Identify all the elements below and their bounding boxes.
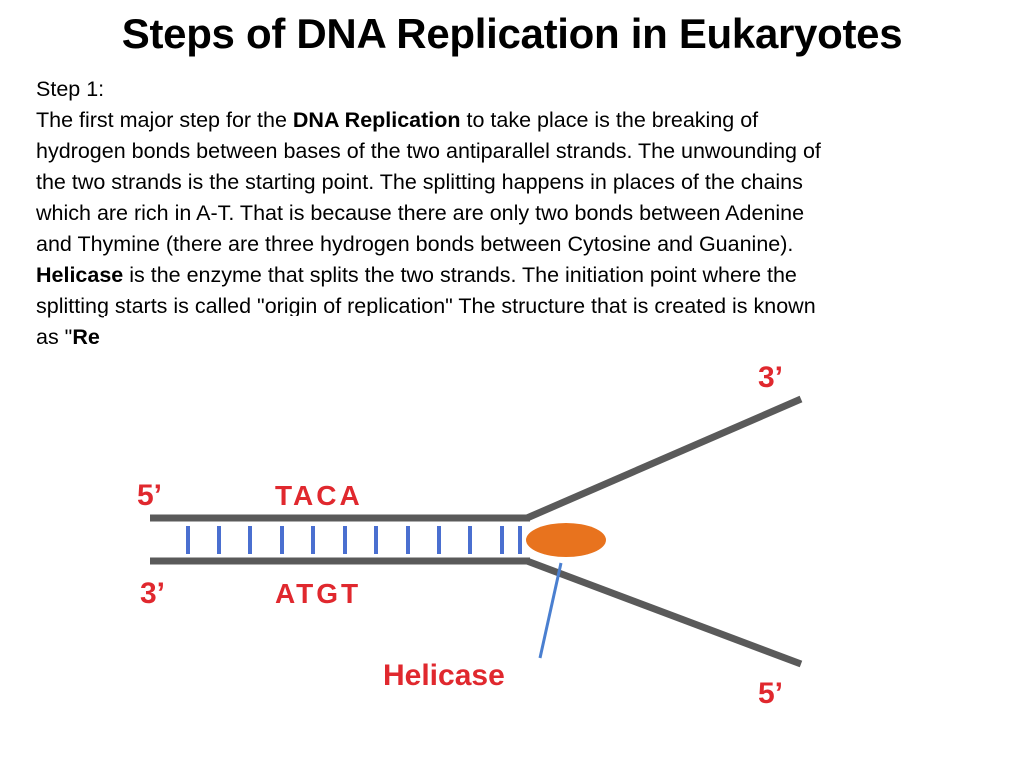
diagram-panel (104, 316, 844, 768)
bold-term-dna-replication: DNA Replication (292, 108, 461, 132)
text-segment: to take place is the breaking of (460, 108, 759, 132)
bold-term-truncated: Re (72, 325, 100, 349)
text-segment: is the enzyme that splits the two strand… (123, 263, 797, 287)
text-segment: the two strands is the starting point. T… (36, 170, 803, 194)
step-label: Step 1: (36, 77, 105, 101)
lower-fork-strand (525, 557, 803, 668)
text-line-2: hydrogen bonds between bases of the two … (36, 136, 976, 167)
text-line-5: and Thymine (there are three hydrogen bo… (36, 229, 976, 260)
top-sequence-label: TACA (275, 480, 363, 511)
text-segment: and Thymine (there are three hydrogen bo… (36, 232, 794, 256)
text-segment: hydrogen bonds between bases of the two … (36, 139, 821, 163)
text-line-8: as "Re (36, 322, 976, 353)
helicase-label: Helicase (383, 659, 505, 692)
bottom-sequence-label: ATGT (275, 578, 361, 609)
text-segment: as " (36, 325, 73, 349)
text-segment: which are rich in A-T. That is because t… (36, 201, 805, 225)
text-line-3: the two strands is the starting point. T… (36, 167, 976, 198)
text-segment: splitting starts is called "origin of re… (36, 294, 816, 318)
body-text: Step 1: The first major step for the DNA… (36, 74, 976, 353)
upper-fork-three-prime-label: 3’ (758, 361, 783, 394)
lower-fork-five-prime-label: 5’ (758, 677, 783, 710)
bottom-three-prime-label: 3’ (140, 577, 165, 610)
text-line-7: splitting starts is called "origin of re… (36, 291, 976, 322)
text-line-4: which are rich in A-T. That is because t… (36, 198, 976, 229)
page-title: Steps of DNA Replication in Eukaryotes (121, 10, 903, 57)
text-segment: The first major step for the (36, 108, 293, 132)
helicase-enzyme (526, 523, 606, 557)
bold-term-helicase: Helicase (36, 263, 124, 287)
top-five-prime-label: 5’ (137, 479, 162, 512)
helicase-pointer (538, 562, 563, 659)
text-line-1: The first major step for the DNA Replica… (36, 105, 976, 136)
base-pairs (186, 526, 522, 554)
upper-fork-strand (525, 395, 803, 522)
text-line-6: Helicase is the enzyme that splits the t… (36, 260, 976, 291)
